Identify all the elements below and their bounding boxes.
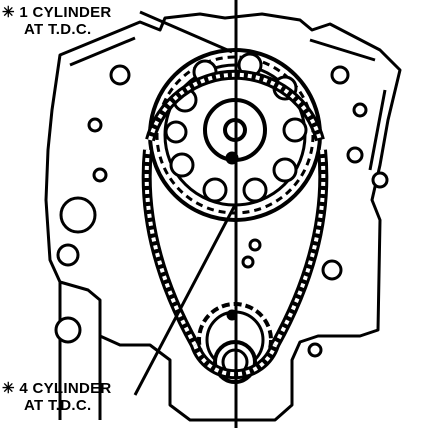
label-bottom-line2: AT T.D.C. bbox=[24, 397, 92, 414]
label-top-line1: ✳ 1 CYLINDER bbox=[2, 4, 112, 21]
label-bottom-line1: ✳ 4 CYLINDER bbox=[2, 380, 112, 397]
block-bolt-holes bbox=[54, 64, 389, 358]
leader-lines bbox=[133, 10, 237, 396]
engine-block-outline bbox=[44, 12, 402, 422]
label-4-cylinder-tdc: ✳ 4 CYLINDER AT T.D.C. bbox=[2, 380, 112, 414]
label-top-line2: AT T.D.C. bbox=[24, 21, 92, 38]
label-1-cylinder-tdc: ✳ 1 CYLINDER AT T.D.C. bbox=[2, 4, 112, 38]
